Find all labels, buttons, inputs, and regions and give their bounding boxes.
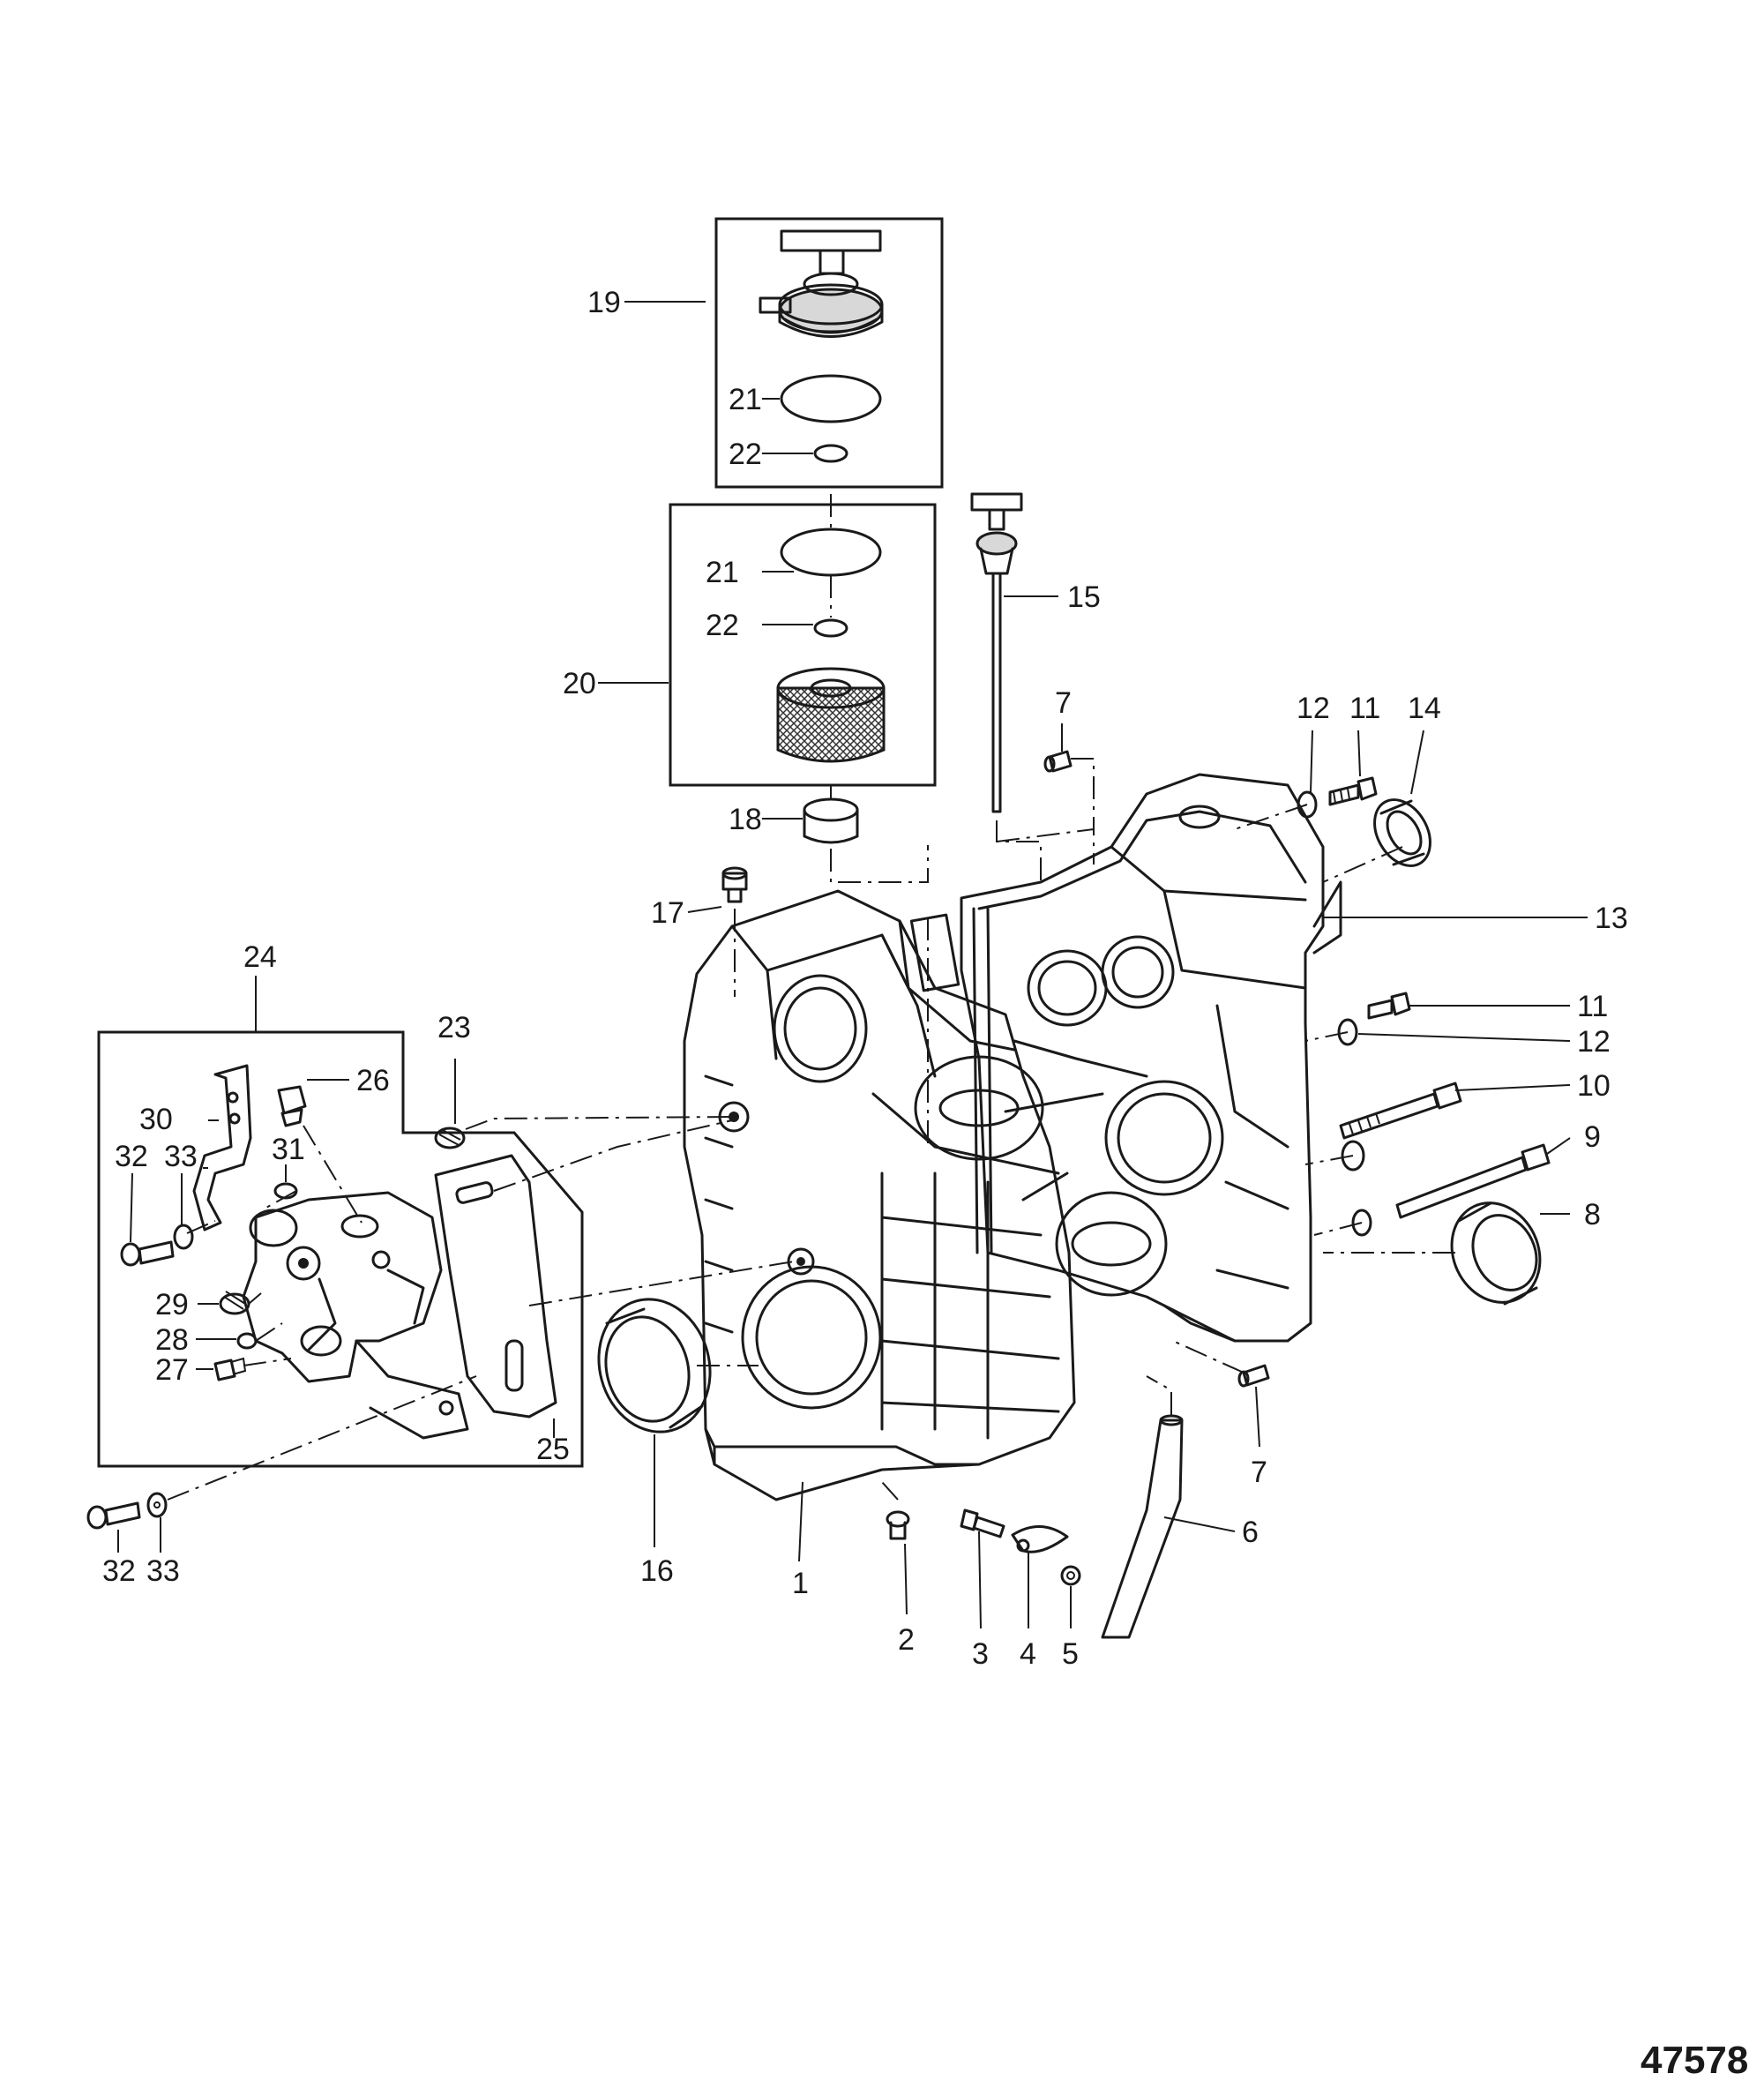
breather-hose-6	[1101, 1414, 1184, 1639]
callout-25: 25	[536, 1433, 570, 1466]
callout-17: 17	[651, 896, 684, 930]
valve-body	[242, 1191, 469, 1440]
callout-20: 20	[563, 667, 596, 700]
callout-23: 23	[437, 1011, 471, 1044]
o-ring-upper	[780, 374, 882, 423]
filter-kit-frame	[669, 503, 937, 787]
callout-4: 4	[1020, 1637, 1036, 1671]
callout-28: 28	[155, 1323, 189, 1357]
callout-32-upper: 32	[115, 1140, 148, 1173]
callout-1: 1	[792, 1567, 809, 1600]
plug-23	[434, 1127, 466, 1149]
bolt-11-lower	[1367, 992, 1411, 1020]
callout-labels: 19 21 22 21 22 20 18 15 17 7 12 11 14 13…	[102, 286, 1628, 1671]
bracket-30	[192, 1064, 252, 1231]
callout-6: 6	[1242, 1516, 1259, 1549]
callout-12-lower: 12	[1577, 1025, 1611, 1059]
o-ring-lower	[780, 528, 882, 577]
callout-11-upper: 11	[1349, 692, 1380, 725]
bolt-32-upper	[120, 1240, 175, 1267]
bolt-11-upper	[1328, 776, 1378, 806]
callout-21-upper: 21	[729, 383, 762, 416]
callout-22-lower: 22	[706, 609, 739, 642]
callout-2: 2	[898, 1623, 915, 1657]
callout-19: 19	[587, 286, 621, 319]
oil-seal-rear	[1450, 1201, 1542, 1306]
pressure-sender-26	[277, 1085, 307, 1127]
seal-washer-lower	[813, 618, 848, 638]
bolt-10	[1339, 1082, 1462, 1140]
oil-seal-rear-top	[1373, 798, 1431, 867]
callout-9: 9	[1584, 1120, 1601, 1154]
callout-10: 10	[1577, 1069, 1611, 1103]
drain-plug-top	[721, 866, 748, 903]
front-housing	[683, 889, 1076, 1501]
callout-26: 26	[356, 1064, 390, 1097]
oil-cap-kit-frame	[714, 217, 944, 489]
nut-5	[1060, 1565, 1081, 1586]
figure-number: 47578	[1641, 2039, 1748, 2082]
screw-3	[960, 1508, 1005, 1538]
rear-housing	[960, 773, 1342, 1343]
callout-7-lower: 7	[1251, 1456, 1267, 1489]
dipstick	[970, 492, 1023, 813]
callout-33-lower: 33	[146, 1554, 180, 1588]
filter-element	[776, 667, 886, 763]
bolt-32-lower	[86, 1501, 141, 1530]
callout-31: 31	[272, 1133, 305, 1166]
screw-27	[213, 1357, 247, 1381]
callout-16: 16	[640, 1554, 674, 1588]
callout-12-upper: 12	[1297, 692, 1330, 725]
bolt-2	[886, 1510, 910, 1540]
washer-12-lower	[1337, 1018, 1358, 1046]
dowel-pin-upper	[1043, 750, 1073, 773]
washer-28	[236, 1332, 258, 1350]
oil-filler-cap	[759, 229, 884, 338]
washer-12-upper	[1297, 790, 1318, 819]
callout-21-lower: 21	[706, 556, 739, 589]
washer-33-lower	[146, 1492, 168, 1518]
callout-14: 14	[1408, 692, 1441, 725]
callout-32-lower: 32	[102, 1554, 136, 1588]
dowel-pin-lower	[1237, 1364, 1270, 1388]
washer-9	[1351, 1209, 1372, 1237]
callout-24: 24	[243, 940, 277, 974]
bolt-9	[1395, 1143, 1551, 1219]
callout-5: 5	[1062, 1637, 1079, 1671]
callout-22-upper: 22	[729, 438, 762, 471]
oil-seal-front	[597, 1298, 712, 1434]
callout-7-upper: 7	[1055, 686, 1072, 720]
seal-washer-upper	[813, 444, 848, 463]
washer-10	[1341, 1140, 1365, 1172]
callout-27: 27	[155, 1353, 189, 1387]
callout-15: 15	[1067, 580, 1101, 614]
gasket-25	[434, 1154, 557, 1419]
spacer-bushing	[803, 797, 859, 844]
callout-33-upper: 33	[164, 1140, 198, 1173]
washer-33-upper	[173, 1224, 194, 1250]
callout-13: 13	[1595, 902, 1628, 935]
callout-3: 3	[972, 1637, 989, 1671]
callout-8: 8	[1584, 1198, 1601, 1231]
callout-11-lower: 11	[1577, 990, 1608, 1023]
callout-18: 18	[729, 803, 762, 836]
callout-30: 30	[139, 1103, 173, 1136]
hose-clamp-4	[1011, 1525, 1069, 1553]
leader-lines	[117, 301, 1588, 1629]
callout-29: 29	[155, 1288, 189, 1321]
